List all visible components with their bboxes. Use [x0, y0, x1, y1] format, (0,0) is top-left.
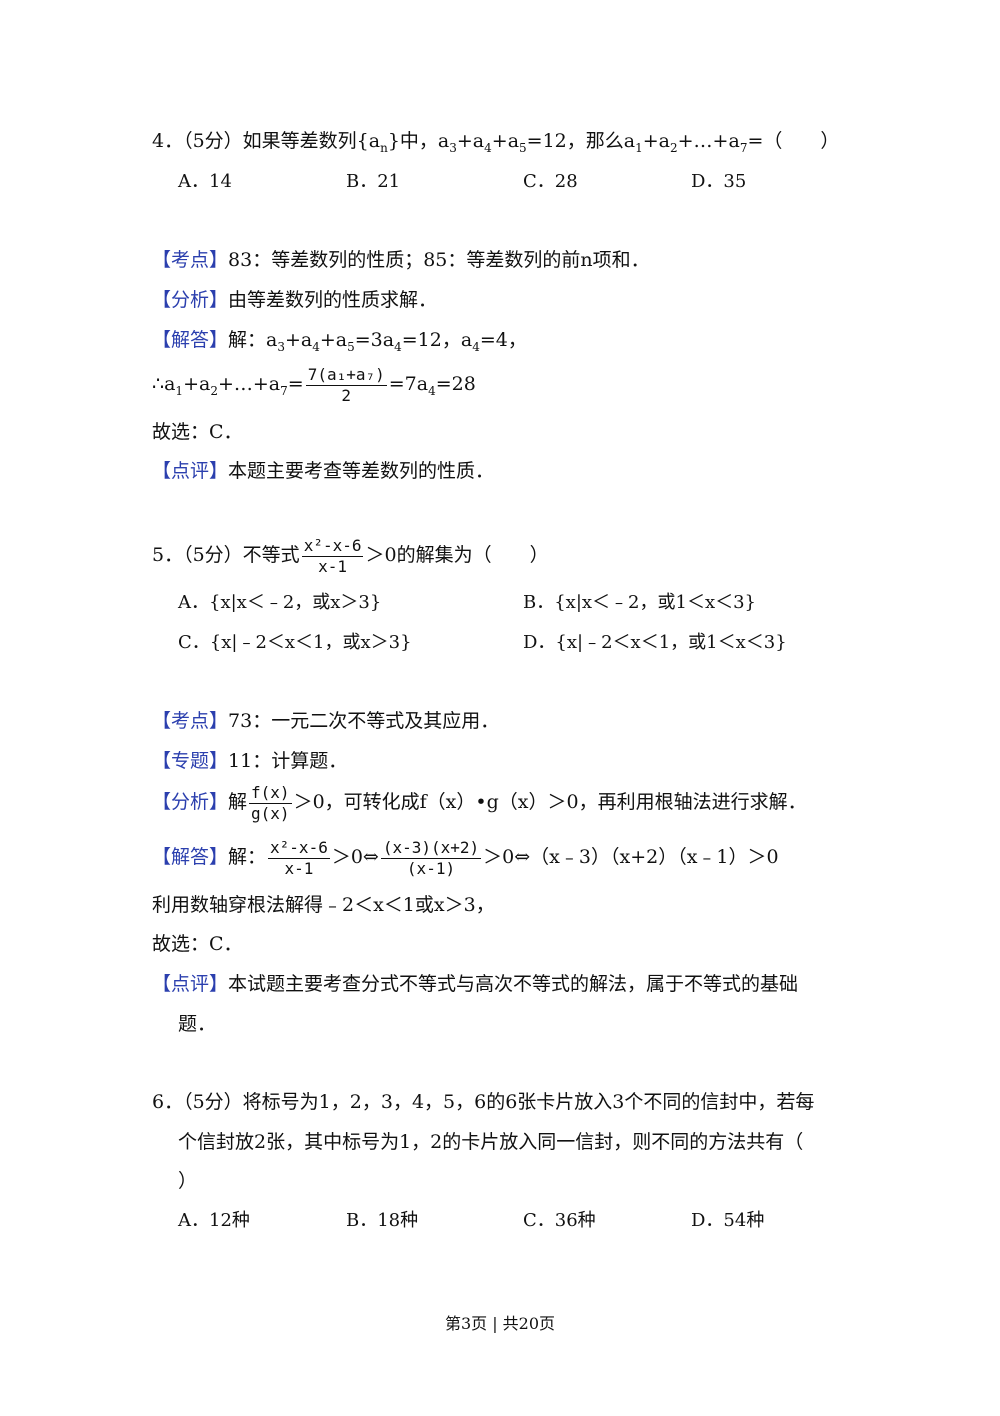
page-footer: 第3页 | 共20页	[444, 1314, 556, 1333]
zhuanti-tag: 【专题】	[152, 750, 229, 772]
q4-jieda-line2: ∴a1+a2+…+a7=7(a₁+a₇)2=7a4=28	[152, 364, 476, 405]
q5-jieda-fraction-2: (x-3)(x+2)(x-1)	[380, 837, 482, 878]
q4-dianping: 【点评】本题主要考查等差数列的性质．	[152, 460, 495, 482]
q5-answer: 故选：C．	[152, 933, 243, 955]
q6-stem-line3: ）	[178, 1170, 198, 1192]
q4-jieda: 【解答】解：a3+a4+a5=3a4=12，a4=4，	[152, 329, 527, 354]
q6-stem-line2: 个信封放2张，其中标号为1，2的卡片放入同一信封，则不同的方法共有（	[178, 1131, 804, 1153]
q4-fraction: 7(a₁+a₇)2	[305, 364, 387, 405]
jieda-tag: 【解答】	[152, 329, 229, 351]
q6-option-d: D．54种	[691, 1210, 765, 1231]
kaodian-tag: 【考点】	[152, 249, 229, 271]
q5-zhuanti: 【专题】11：计算题．	[152, 750, 348, 772]
fenxi-tag: 【分析】	[152, 289, 229, 311]
q5-fenxi-fraction: f(x)g(x)	[249, 782, 292, 823]
q6-option-c: C．36种	[523, 1210, 596, 1231]
q5-dianping: 【点评】本试题主要考查分式不等式与高次不等式的解法，属于不等式的基础	[152, 973, 799, 995]
q5-option-d: D．{x|﹣2＜x＜1，或1＜x＜3}	[523, 632, 787, 653]
q5-kaodian: 【考点】73：一元二次不等式及其应用．	[152, 710, 500, 732]
q5-jieda-line2: 利用数轴穿根法解得﹣2＜x＜1或x＞3，	[152, 894, 495, 916]
q4-option-d: D．35	[691, 171, 747, 192]
q5-option-a: A．{x|x＜﹣2，或x＞3}	[178, 592, 382, 613]
q4-stem: 4．（5分）如果等差数列{an}中，a3+a4+a5=12，那么a1+a2+…+…	[152, 130, 840, 155]
q6-stem-line1: 6．（5分）将标号为1，2，3，4，5，6的6张卡片放入3个不同的信封中，若每	[152, 1091, 815, 1113]
q4-fenxi: 【分析】由等差数列的性质求解．	[152, 289, 438, 311]
q5-dianping-cont: 题．	[178, 1013, 217, 1035]
q4-answer: 故选：C．	[152, 421, 243, 443]
q6-option-b: B．18种	[346, 1210, 419, 1231]
q5-option-b: B．{x|x＜﹣2，或1＜x＜3}	[523, 592, 757, 613]
q5-option-c: C．{x|﹣2＜x＜1，或x＞3}	[178, 632, 412, 653]
q4-option-b: B．21	[346, 171, 401, 192]
q4-option-c: C．28	[523, 171, 578, 192]
q6-option-a: A．12种	[178, 1210, 250, 1231]
q4-kaodian: 【考点】83：等差数列的性质；85：等差数列的前n项和．	[152, 249, 650, 271]
q4-option-a: A．14	[178, 171, 232, 192]
dianping-tag: 【点评】	[152, 460, 229, 482]
